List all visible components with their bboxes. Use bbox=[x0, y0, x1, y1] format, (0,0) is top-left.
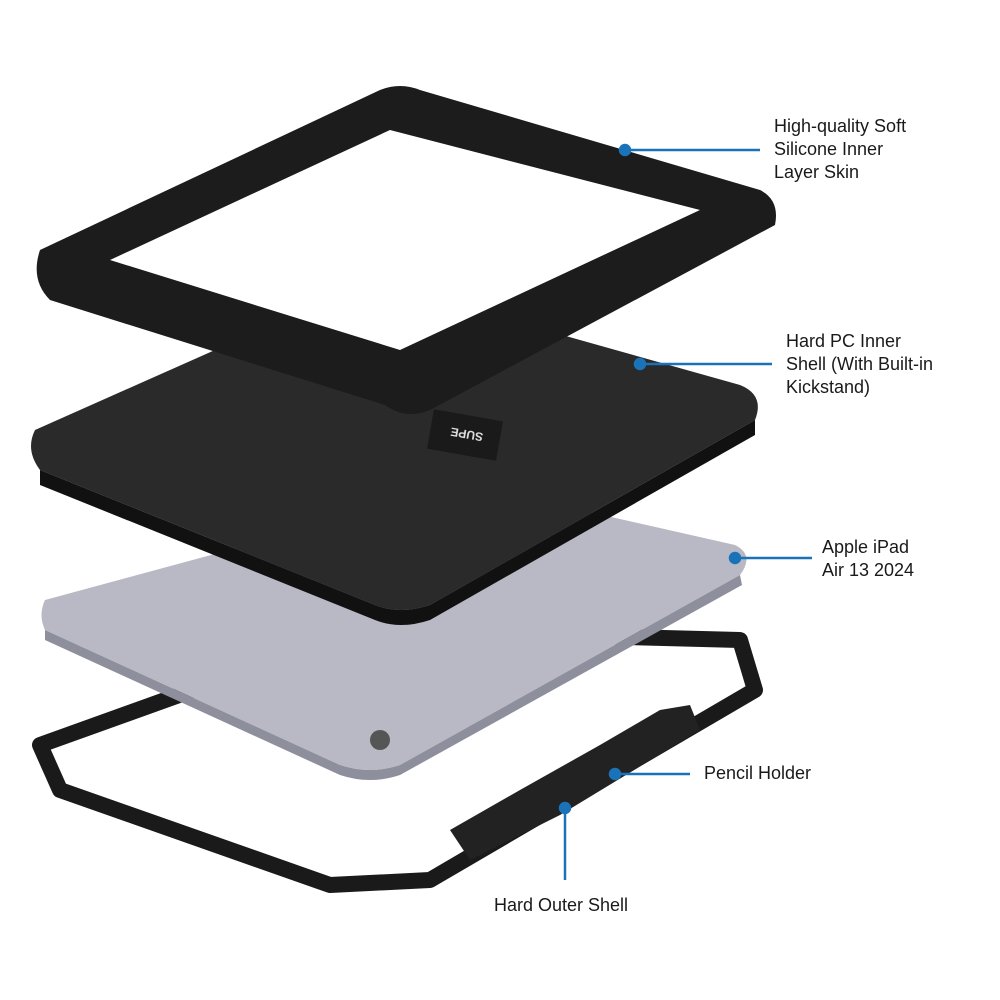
hard-pc-inner-shell: SUPE bbox=[31, 285, 758, 625]
label-line: Silicone Inner bbox=[774, 139, 884, 159]
label-ipad: Apple iPad Air 13 2024 bbox=[822, 536, 914, 582]
label-line: Air 13 2024 bbox=[822, 560, 915, 580]
svg-text:SUPE: SUPE bbox=[449, 425, 484, 444]
silicone-inner-skin bbox=[36, 86, 776, 414]
label-line: Layer Skin bbox=[774, 162, 860, 182]
label-line: Kickstand) bbox=[786, 377, 871, 397]
label-line: Shell (With Built-in bbox=[786, 354, 934, 374]
label-line: Hard PC Inner bbox=[786, 331, 902, 351]
label-pc-shell: Hard PC Inner Shell (With Built-in Kicks… bbox=[786, 330, 933, 399]
label-outer-shell: Hard Outer Shell bbox=[494, 895, 629, 915]
label-line: High-quality Soft bbox=[774, 116, 907, 136]
label-line: Apple iPad bbox=[822, 537, 910, 557]
label-silicone-skin: High-quality Soft Silicone Inner Layer S… bbox=[774, 115, 906, 184]
label-pencil-holder: Pencil Holder bbox=[704, 763, 812, 783]
leader-lines bbox=[558, 143, 812, 880]
